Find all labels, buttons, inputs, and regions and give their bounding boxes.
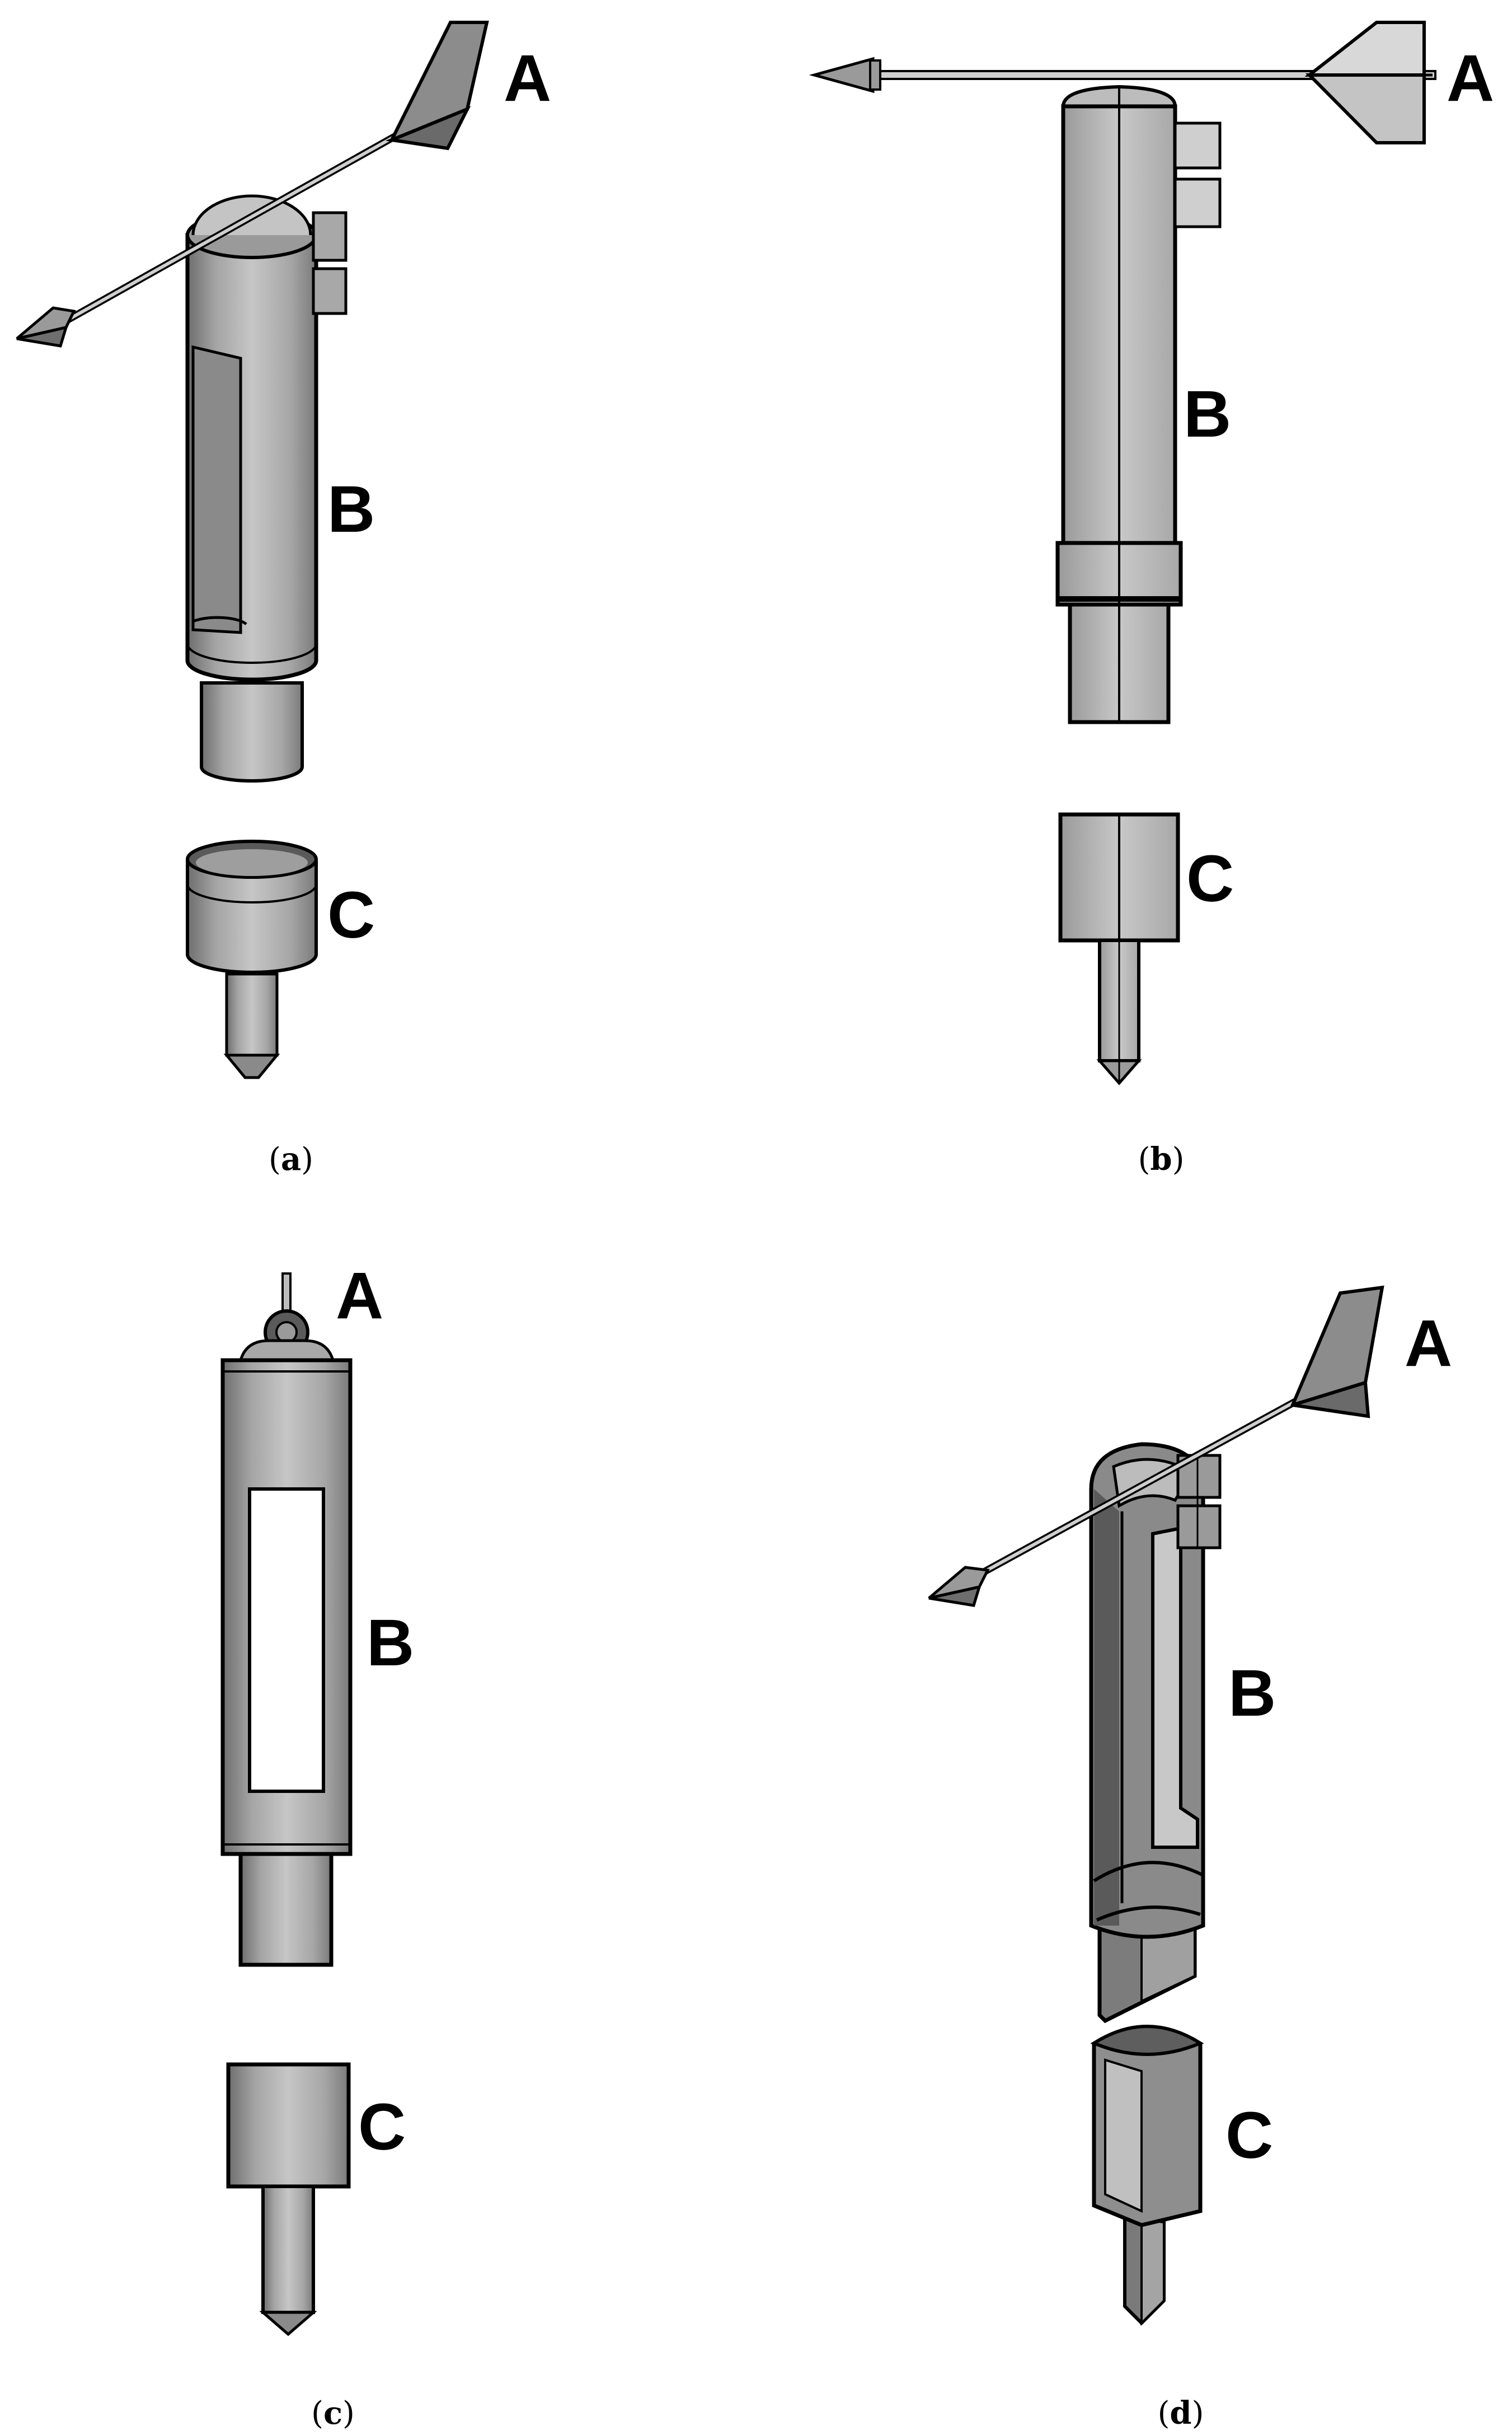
label-base: C (1225, 2099, 1273, 2172)
panel-c: A B C (c) (220, 1259, 414, 2432)
label-vane: A (1447, 41, 1494, 115)
label-vane: A (336, 1259, 383, 1333)
lower-shaft (200, 681, 304, 783)
panel-caption: (d) (1158, 2395, 1204, 2432)
caption-letter: d (1170, 2395, 1191, 2432)
base-stem (1096, 939, 1142, 1085)
caption-letter: b (1150, 1141, 1172, 1178)
panel-caption: (b) (1138, 1141, 1185, 1178)
label-body: B (1228, 1656, 1276, 1730)
base-cup (1058, 812, 1180, 943)
panel-b: A B C (b) (809, 21, 1494, 1178)
vane-assembly (238, 1272, 335, 1362)
vane-assembly (16, 21, 489, 348)
vane-assembly (809, 21, 1436, 144)
label-body: B (1184, 377, 1231, 451)
housing-body (185, 194, 348, 682)
base-cup (186, 840, 318, 974)
panel-caption: (a) (269, 1141, 313, 1178)
panel-a: A B C (a) (16, 21, 551, 1178)
caption-letter: a (281, 1141, 301, 1178)
label-body: B (327, 472, 375, 546)
housing-body (1089, 1442, 1222, 1939)
panel-caption: (c) (311, 2395, 355, 2432)
caption-letter: c (323, 2395, 342, 2432)
label-base: C (1186, 842, 1234, 916)
base-stem (223, 972, 280, 1079)
base-stem (259, 2185, 317, 2336)
panel-d: A B C (d) (928, 1285, 1452, 2432)
lower-shaft (238, 1852, 334, 1967)
label-base: C (358, 2090, 406, 2164)
label-vane: A (1405, 1307, 1452, 1380)
label-vane: A (504, 41, 551, 115)
vane-assembly (928, 1285, 1384, 1607)
base-cup (226, 2062, 351, 2189)
housing-body (1055, 85, 1222, 607)
base-stem (1123, 2214, 1166, 2326)
base-cup (1090, 2025, 1204, 2227)
lower-shaft (1068, 602, 1171, 724)
label-body: B (367, 1606, 414, 1680)
housing-body (220, 1358, 353, 1856)
label-base: C (327, 878, 375, 952)
